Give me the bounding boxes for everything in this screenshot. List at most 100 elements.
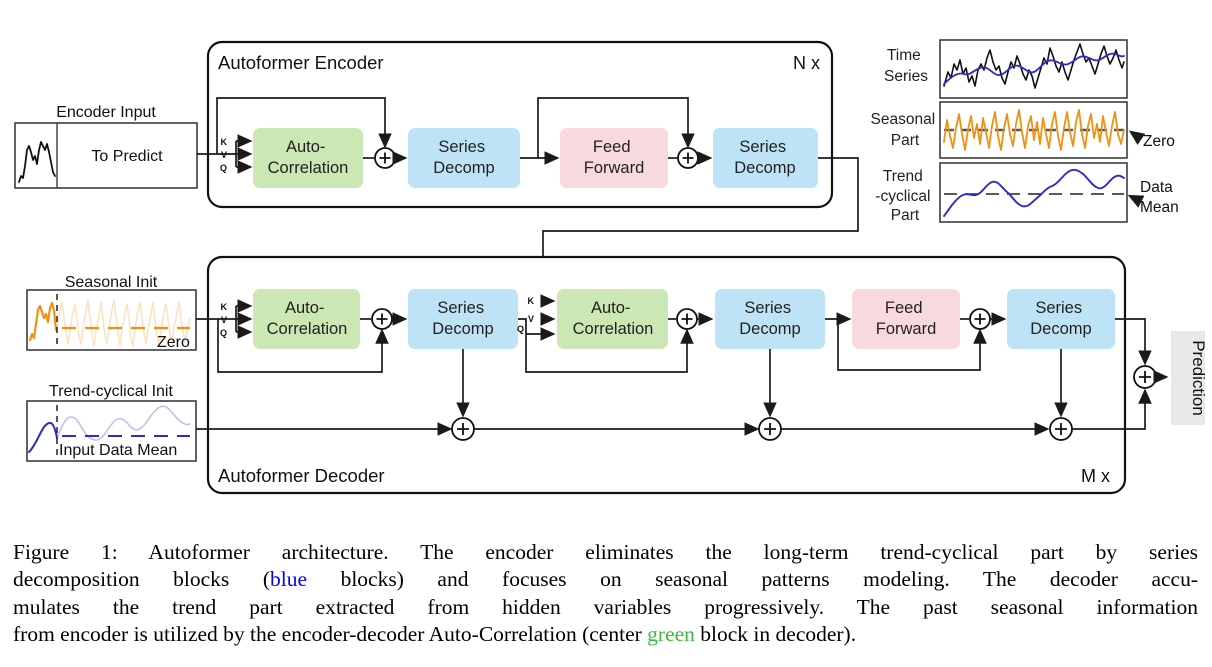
encoder-skip-2 xyxy=(537,97,695,158)
plus-operator-icon xyxy=(676,308,698,330)
seasonal-init-zero-label: Zero xyxy=(157,334,190,351)
decoder-series-decomp-1-block xyxy=(408,289,518,349)
encoder-series-decomp-1-label: Series Decomp xyxy=(433,138,494,177)
plus-operator-icon xyxy=(371,308,393,330)
encoder-repeat-count: N x xyxy=(793,53,820,73)
decoder-series-decomp-3-label: Series Decomp xyxy=(1030,299,1091,338)
block-label-line: Decomp xyxy=(739,320,800,338)
time-series-panel-label: Time Series xyxy=(884,47,928,85)
caption-text: Figure 1: Autoformer architecture. The e… xyxy=(13,540,1198,564)
plus-operator-icon xyxy=(451,417,475,441)
block-label-line: Series xyxy=(438,138,485,156)
block-label-line: Auto- xyxy=(591,299,630,317)
trend-panel xyxy=(939,162,1128,223)
block-label-line: Correlation xyxy=(268,159,349,177)
decoder-repeat-count: M x xyxy=(1081,466,1110,486)
seasonal-init-observed-curve xyxy=(28,301,58,342)
seasonal-init-future-curve xyxy=(56,299,191,347)
plus-operator-icon xyxy=(677,147,699,169)
series-decomposition-panels: Time Series Seasonal Part Zero Trend -cy… xyxy=(871,39,1179,224)
caption-text: block in decoder). xyxy=(694,622,857,647)
encoder-autocorrelation-block xyxy=(253,128,363,188)
observed-series-sketch xyxy=(18,141,56,183)
decoder-autocorrelation-1-block xyxy=(253,289,360,349)
encoder-title: Autoformer Encoder xyxy=(218,52,384,73)
block-label-line: Auto- xyxy=(286,138,325,156)
block-label-line: Forward xyxy=(584,159,645,177)
panel-label-line: Series xyxy=(884,68,928,85)
caption-word-green: green xyxy=(647,622,695,647)
block-label-line: Forward xyxy=(876,320,937,338)
annotation-line: Data xyxy=(1140,179,1173,196)
v-label: V xyxy=(221,150,227,160)
encoder-skip-1 xyxy=(216,97,392,154)
block-label-line: Auto- xyxy=(285,299,324,317)
autoformer-decoder: Autoformer Decoder M x K V Q Auto- Corre… xyxy=(196,255,1127,495)
seasonal-init-label: Seasonal Init xyxy=(65,274,158,291)
trend-accumulation-path xyxy=(196,349,1073,441)
block-label-line: Correlation xyxy=(573,320,654,338)
v-label: V xyxy=(221,315,227,325)
decoder-series-decomp-3-block xyxy=(1007,289,1115,349)
trend-init-label: Trend-cyclical Init xyxy=(49,383,173,400)
time-series-panel xyxy=(939,39,1128,99)
annotation-line: Mean xyxy=(1140,199,1179,216)
encoder-series-decomp-2-block xyxy=(713,128,818,188)
caption-line-4: from encoder is utilized by the encoder-… xyxy=(13,621,1198,648)
block-label-line: Series xyxy=(739,138,786,156)
panel-label-line: -cyclical xyxy=(875,188,930,205)
encoder-input-label: Encoder Input xyxy=(56,104,156,121)
caption-word-blue: blue xyxy=(270,567,308,592)
plus-operator-icon xyxy=(969,308,991,330)
trend-output-wire xyxy=(1072,388,1152,430)
decoder-series-decomp-2-block xyxy=(715,289,825,349)
trend-init-future-curve xyxy=(56,405,191,441)
q-label: Q xyxy=(517,324,524,334)
data-mean-annotation-arrow xyxy=(1127,194,1145,208)
decoder-skip-1 xyxy=(217,319,389,373)
caption-line-3: mulates the trend part extracted from hi… xyxy=(13,594,1198,621)
encoder-series-decomp-1-block xyxy=(408,128,520,188)
encoder-feed-forward-label: Feed Forward xyxy=(584,138,645,177)
trend-init-mean-label: Input Data Mean xyxy=(59,442,177,459)
block-label-line: Series xyxy=(744,299,791,317)
prediction-label-bg xyxy=(1171,331,1205,425)
plus-operator-icon xyxy=(1133,365,1157,389)
block-label-line: Decomp xyxy=(734,159,795,177)
trend-curve xyxy=(943,168,1125,217)
decoder-skip-2 xyxy=(525,328,694,373)
encoder-input-box xyxy=(14,122,198,189)
time-series-trend-curve xyxy=(943,52,1125,85)
caption-text: mulates the trend part extracted from hi… xyxy=(13,594,1198,619)
panel-label-line: Trend xyxy=(883,168,923,185)
panel-label-line: Part xyxy=(891,132,920,149)
seasonal-output-wire xyxy=(1115,318,1152,366)
to-predict-label: To Predict xyxy=(91,148,163,165)
seasonal-init: Seasonal Init Zero xyxy=(26,274,197,351)
data-mean-annotation: Data Mean xyxy=(1140,179,1179,216)
encoder-series-decomp-2-label: Series Decomp xyxy=(734,138,795,177)
decoder-series-decomp-1-label: Series Decomp xyxy=(432,299,493,338)
block-label-line: Correlation xyxy=(267,320,348,338)
encoder-input: Encoder Input To Predict xyxy=(14,104,198,189)
k-label: K xyxy=(528,296,535,306)
seasonal-panel-label: Seasonal Part xyxy=(871,111,940,149)
decoder-series-decomp-2-label: Series Decomp xyxy=(739,299,800,338)
block-label-line: Decomp xyxy=(433,159,494,177)
caption-text: blocks) and focuses on seasonal patterns… xyxy=(307,567,1198,592)
prediction-label: Prediction xyxy=(1189,340,1208,416)
panel-label-line: Time xyxy=(887,47,921,64)
block-label-line: Feed xyxy=(885,299,923,317)
k-label: K xyxy=(221,302,228,312)
block-label-line: Decomp xyxy=(1030,320,1091,338)
block-label-line: Series xyxy=(437,299,484,317)
trend-panel-label: Trend -cyclical Part xyxy=(875,168,934,224)
time-series-raw-curve xyxy=(943,43,1125,89)
zero-annotation-arrow xyxy=(1128,130,1146,145)
panel-label-line: Part xyxy=(891,207,920,224)
caption-line-1: Figure 1: Autoformer architecture. The e… xyxy=(13,539,1198,566)
decoder-kvq-wiring-2: K V Q xyxy=(517,294,556,341)
decoder-feed-forward-block xyxy=(852,289,960,349)
panel-label-line: Seasonal xyxy=(871,111,936,128)
